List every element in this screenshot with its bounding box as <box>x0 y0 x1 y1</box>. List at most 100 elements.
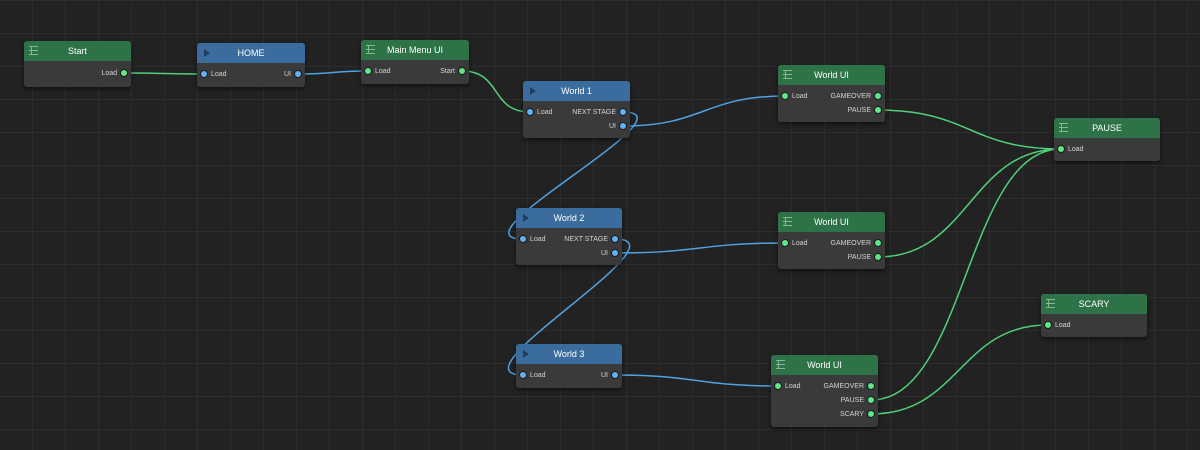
port-label: Load <box>792 239 808 247</box>
grid-icon <box>776 360 785 369</box>
input-port-load[interactable] <box>200 70 208 78</box>
output-port-scary[interactable] <box>867 410 875 418</box>
port-label: Load <box>785 382 801 390</box>
node-title: World UI <box>814 70 849 80</box>
output-port-row: UI <box>284 68 305 80</box>
node-header[interactable]: World 2 <box>516 208 622 228</box>
output-port-next-stage[interactable] <box>619 108 627 116</box>
input-port-load[interactable] <box>781 92 789 100</box>
input-port-load[interactable] <box>781 239 789 247</box>
node-world-ui-2[interactable]: World UI Load GAMEOVER PAUSE <box>778 212 885 269</box>
output-port-row: UI <box>601 247 622 259</box>
node-title: World 1 <box>561 86 592 96</box>
output-port-row: PAUSE <box>841 394 878 406</box>
output-port-ui[interactable] <box>611 371 619 379</box>
output-port-gameover[interactable] <box>867 382 875 390</box>
play-icon <box>523 214 529 222</box>
wire-worldui1-pause <box>877 109 1062 150</box>
grid-icon <box>1059 123 1068 132</box>
play-icon <box>523 350 529 358</box>
output-port-row: GAMEOVER <box>831 237 885 249</box>
node-main-menu-ui[interactable]: Main Menu UI Load Start <box>361 40 469 84</box>
node-world-2[interactable]: World 2 Load NEXT STAGE UI <box>516 208 622 265</box>
output-port-start[interactable] <box>458 67 466 75</box>
node-header[interactable]: World 1 <box>523 81 630 101</box>
grid-icon <box>366 45 375 54</box>
output-port-ui[interactable] <box>611 249 619 257</box>
output-port-pause[interactable] <box>867 396 875 404</box>
grid-icon <box>29 46 38 55</box>
input-port-row: Load <box>516 233 546 245</box>
node-header[interactable]: World UI <box>778 212 885 232</box>
port-label: Load <box>1055 321 1071 329</box>
wire-mainmenu-world1 <box>461 70 531 113</box>
output-port-next-stage[interactable] <box>611 235 619 243</box>
output-port-row: Start <box>440 65 469 77</box>
output-port-pause[interactable] <box>874 253 882 261</box>
port-label: Load <box>1068 145 1084 153</box>
grid-icon <box>783 70 792 79</box>
grid-icon <box>1046 299 1055 308</box>
wire-worldui2-pause <box>877 148 1062 258</box>
input-port-load[interactable] <box>774 382 782 390</box>
node-world-1[interactable]: World 1 Load NEXT STAGE UI <box>523 81 630 138</box>
input-port-row: Load <box>1054 143 1084 155</box>
wire-world3-worldui <box>614 374 779 387</box>
input-port-load[interactable] <box>519 371 527 379</box>
output-port-load[interactable] <box>120 69 128 77</box>
input-port-load[interactable] <box>1057 145 1065 153</box>
node-title: PAUSE <box>1092 123 1122 133</box>
port-label: Load <box>792 92 808 100</box>
node-header[interactable]: SCARY <box>1041 294 1147 314</box>
port-label: PAUSE <box>847 253 871 261</box>
input-port-row: Load <box>1041 319 1071 331</box>
port-label: UI <box>609 122 616 130</box>
input-port-load[interactable] <box>1044 321 1052 329</box>
node-world-ui-1[interactable]: World UI Load GAMEOVER PAUSE <box>778 65 885 122</box>
output-port-row: Load <box>101 67 131 79</box>
port-label: GAMEOVER <box>823 382 864 390</box>
output-port-row: NEXT STAGE <box>564 233 622 245</box>
input-port-load[interactable] <box>526 108 534 116</box>
grid-icon <box>783 217 792 226</box>
output-port-row: UI <box>601 369 622 381</box>
node-header[interactable]: PAUSE <box>1054 118 1160 138</box>
node-header[interactable]: World 3 <box>516 344 622 364</box>
input-port-load[interactable] <box>364 67 372 75</box>
output-port-gameover[interactable] <box>874 239 882 247</box>
port-label: Load <box>537 108 553 116</box>
node-header[interactable]: Main Menu UI <box>361 40 469 60</box>
node-scary[interactable]: SCARY Load <box>1041 294 1147 337</box>
port-label: GAMEOVER <box>830 239 871 247</box>
node-home[interactable]: HOME Load UI <box>197 43 305 87</box>
play-icon <box>530 87 536 95</box>
input-port-load[interactable] <box>519 235 527 243</box>
output-port-pause[interactable] <box>874 106 882 114</box>
node-header[interactable]: World UI <box>771 355 878 375</box>
output-port-ui[interactable] <box>294 70 302 78</box>
node-title: Main Menu UI <box>386 45 444 55</box>
port-label: UI <box>601 371 608 379</box>
port-label: Load <box>211 70 227 78</box>
port-label: GAMEOVER <box>830 92 871 100</box>
node-pause[interactable]: PAUSE Load <box>1054 118 1160 161</box>
node-header[interactable]: World UI <box>778 65 885 85</box>
node-start[interactable]: Start Load <box>24 41 131 87</box>
wire-worldui3-scary <box>870 324 1049 415</box>
output-port-ui[interactable] <box>619 122 627 130</box>
node-header[interactable]: HOME <box>197 43 305 63</box>
node-title: World 3 <box>553 349 585 359</box>
output-port-row: GAMEOVER <box>831 90 885 102</box>
node-world-ui-3[interactable]: World UI Load GAMEOVER PAUSE SCARY <box>771 355 878 427</box>
node-world-3[interactable]: World 3 Load UI <box>516 344 622 388</box>
node-header[interactable]: Start <box>24 41 131 61</box>
node-title: HOME <box>237 48 265 58</box>
output-port-row: UI <box>609 120 630 132</box>
port-label: NEXT STAGE <box>564 235 608 243</box>
port-label: PAUSE <box>840 396 864 404</box>
output-port-gameover[interactable] <box>874 92 882 100</box>
wire-start-home <box>123 72 205 75</box>
output-port-row: PAUSE <box>848 251 885 263</box>
port-label: Start <box>440 67 455 75</box>
